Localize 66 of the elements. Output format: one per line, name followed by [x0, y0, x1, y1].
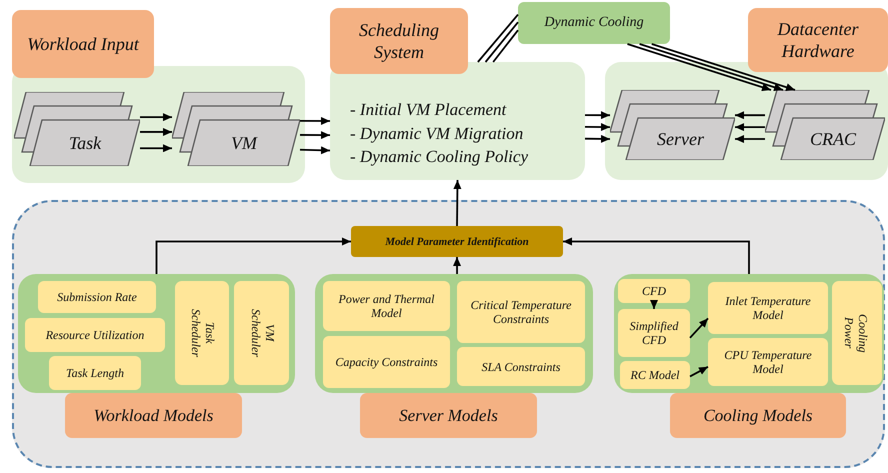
model-box: CFD — [618, 279, 690, 303]
arrow — [735, 123, 765, 132]
group-panel — [605, 62, 888, 180]
scheduling-panel — [330, 62, 585, 180]
model-box: Resource Utilization — [25, 318, 165, 352]
group-panel — [12, 66, 305, 183]
arrow — [300, 131, 330, 140]
model-box: CPU Temperature Model — [708, 338, 828, 386]
model-box: Power and Thermal Model — [323, 281, 450, 331]
bullet-item: - Dynamic VM Migration — [350, 122, 524, 145]
arrow — [156, 238, 351, 274]
model-box: Capacity Constraints — [323, 336, 450, 388]
stacked-cards — [14, 92, 140, 166]
stacked-cards — [765, 90, 885, 160]
dashed-region — [12, 200, 885, 468]
bullet-item: - Initial VM Placement — [350, 99, 506, 121]
model-box: Cooling Power — [832, 281, 882, 385]
card-label: VM — [230, 132, 259, 154]
arrow — [650, 300, 658, 309]
arrow — [140, 113, 172, 122]
model-box: Inlet Temperature Model — [708, 282, 828, 334]
process-box: Dynamic Cooling — [518, 2, 670, 44]
arrow — [651, 43, 796, 92]
model-box: Task Scheduler — [175, 281, 229, 385]
arrow — [140, 144, 172, 152]
arrow — [585, 111, 610, 120]
arrow — [584, 134, 610, 143]
model-box: SLA Constraints — [457, 347, 585, 386]
arrow — [735, 135, 765, 143]
model-box: Submission Rate — [38, 281, 156, 313]
arrow — [453, 257, 462, 274]
card-label: Server — [656, 128, 705, 150]
model-panel — [614, 274, 884, 393]
connector-line — [492, 30, 519, 63]
stacked-cards — [172, 92, 300, 166]
model-box: Simplified CFD — [618, 309, 690, 357]
process-box: Model Parameter Identification — [351, 226, 563, 257]
section-header: Workload Models — [65, 393, 242, 438]
arrow — [735, 111, 765, 120]
model-panel — [18, 274, 295, 393]
arrow — [453, 180, 462, 226]
arrow — [690, 366, 708, 378]
section-header: Server Models — [360, 393, 537, 438]
card-label: Task — [68, 132, 102, 154]
model-box: VM Scheduler — [234, 281, 289, 385]
model-box: Critical Temperature Constraints — [457, 281, 585, 343]
arrow — [627, 43, 772, 92]
card-label: CRAC — [808, 128, 858, 150]
arrow — [300, 116, 330, 125]
arrow — [585, 123, 610, 132]
model-box: Task Length — [49, 356, 141, 390]
arrow — [563, 238, 750, 274]
bullet-item: - Dynamic Cooling Policy — [350, 146, 528, 168]
arrow — [140, 128, 172, 136]
stacked-cards — [610, 90, 735, 160]
section-header: Workload Input — [12, 10, 154, 78]
section-header: Datacenter Hardware — [748, 8, 888, 72]
arrow — [689, 318, 709, 338]
connector-line — [484, 22, 519, 63]
connector-line — [477, 14, 519, 63]
arrow — [639, 43, 784, 92]
model-box: RC Model — [620, 361, 690, 389]
section-header: Scheduling System — [330, 8, 468, 74]
section-header: Cooling Models — [670, 393, 846, 438]
arrow — [300, 146, 330, 154]
model-panel — [315, 274, 593, 393]
